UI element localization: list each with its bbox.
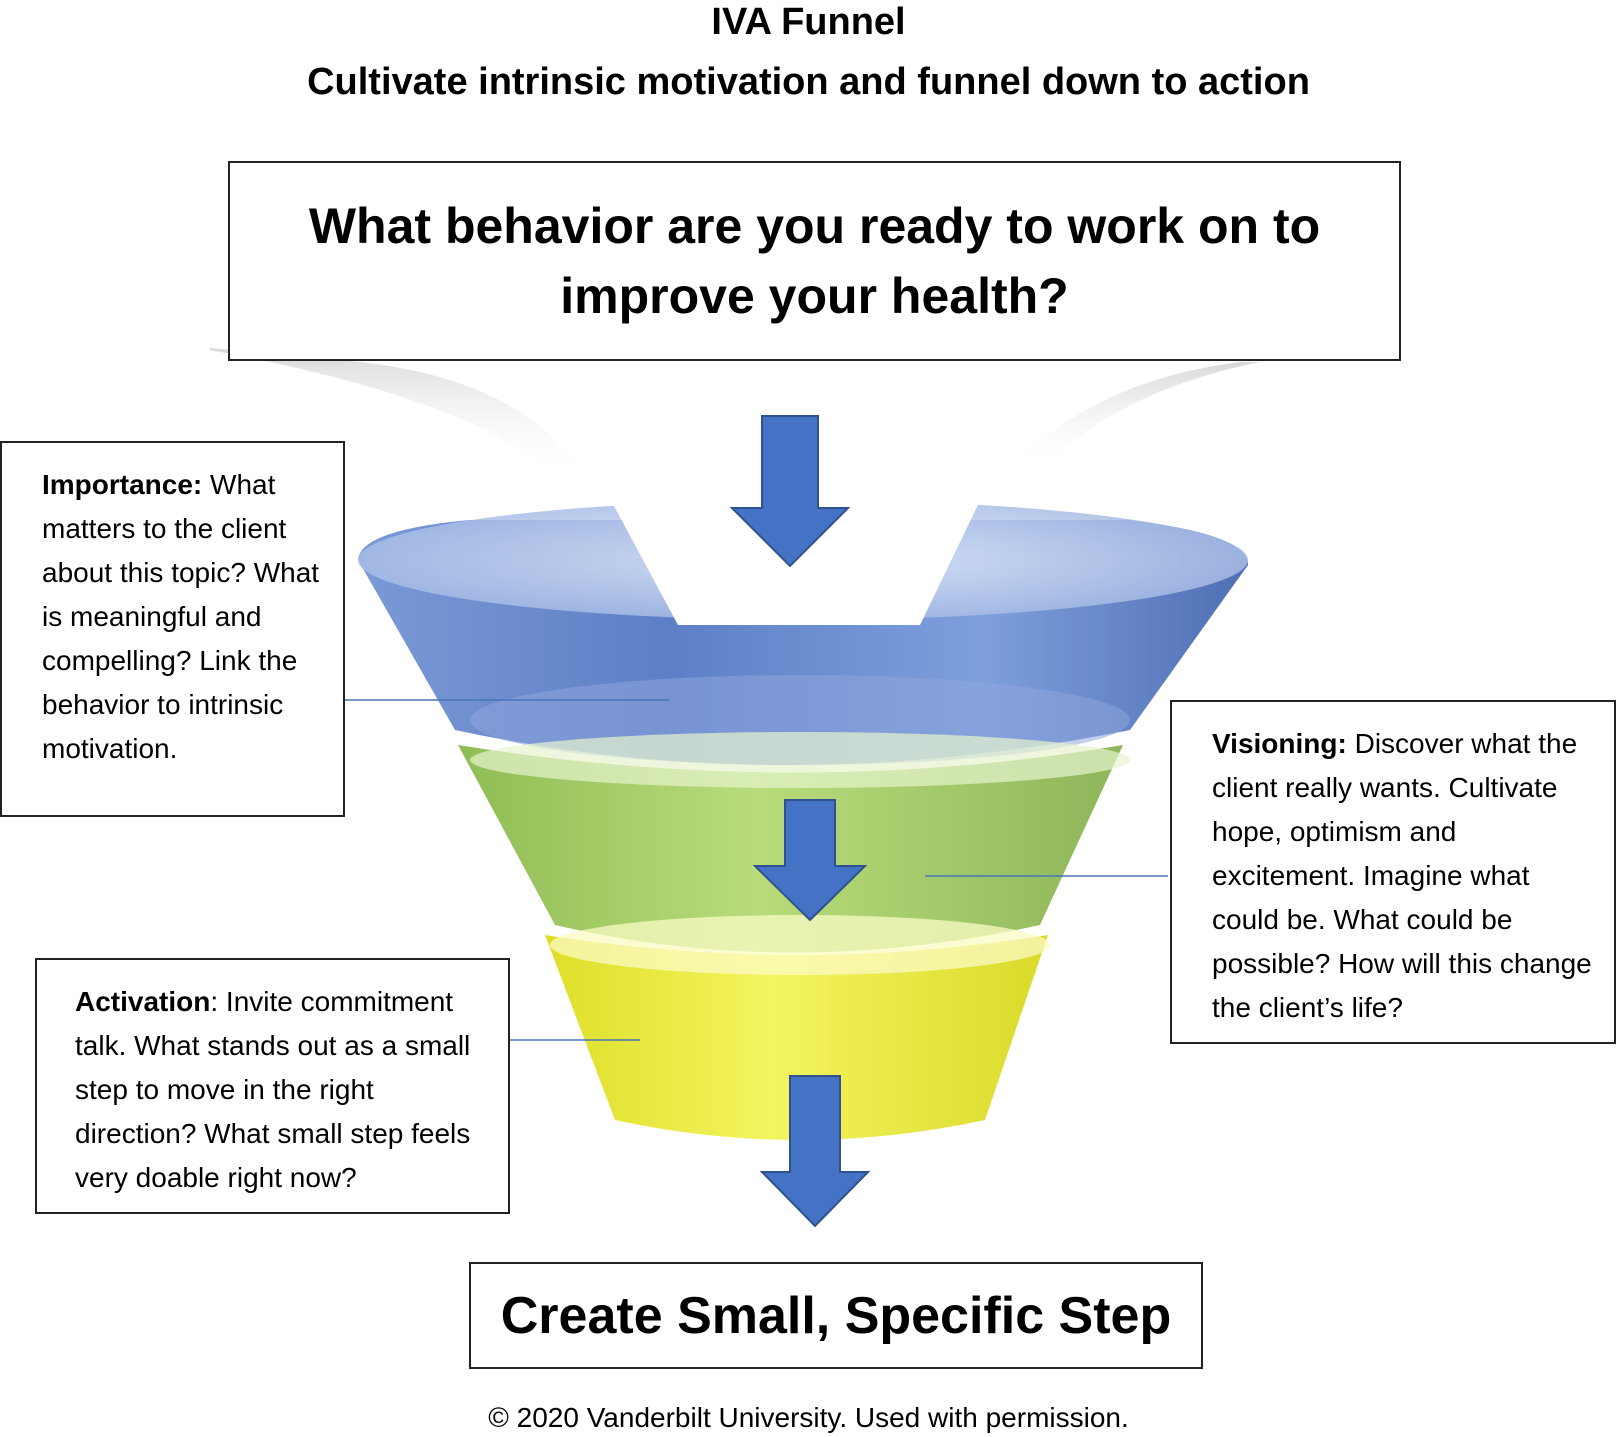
question-box: What behavior are you ready to work on t… bbox=[228, 161, 1401, 361]
outcome-text: Create Small, Specific Step bbox=[500, 1286, 1172, 1345]
funnel-shadow-right bbox=[1020, 362, 1260, 470]
activation-text: : Invite commitment talk. What stands ou… bbox=[75, 986, 471, 1193]
funnel-highlight-green bbox=[470, 732, 1130, 788]
importance-box: Importance: What matters to the client a… bbox=[0, 441, 345, 817]
funnel-highlight-yellow bbox=[550, 915, 1050, 975]
visioning-box: Visioning: Discover what the client real… bbox=[1170, 700, 1616, 1044]
funnel-tier-yellow bbox=[545, 935, 1048, 1140]
diagram-title: IVA Funnel bbox=[711, 1, 906, 43]
funnel-shadow-left bbox=[210, 348, 580, 480]
arrow-down-icon bbox=[759, 1075, 871, 1228]
activation-label: Activation bbox=[75, 986, 211, 1017]
visioning-text: Discover what the client really wants. C… bbox=[1212, 728, 1592, 1023]
arrow-down-icon bbox=[729, 415, 851, 568]
activation-box: Activation: Invite commitment talk. What… bbox=[35, 958, 510, 1214]
copyright-footer: © 2020 Vanderbilt University. Used with … bbox=[488, 1402, 1129, 1433]
outcome-box: Create Small, Specific Step bbox=[469, 1262, 1203, 1369]
question-text: What behavior are you ready to work on t… bbox=[308, 198, 1321, 324]
visioning-label: Visioning: bbox=[1212, 728, 1347, 759]
diagram-subtitle: Cultivate intrinsic motivation and funne… bbox=[307, 61, 1310, 103]
importance-text: What matters to the client about this to… bbox=[42, 469, 320, 764]
arrow-down-icon bbox=[752, 799, 868, 922]
importance-label: Importance: bbox=[42, 469, 203, 500]
